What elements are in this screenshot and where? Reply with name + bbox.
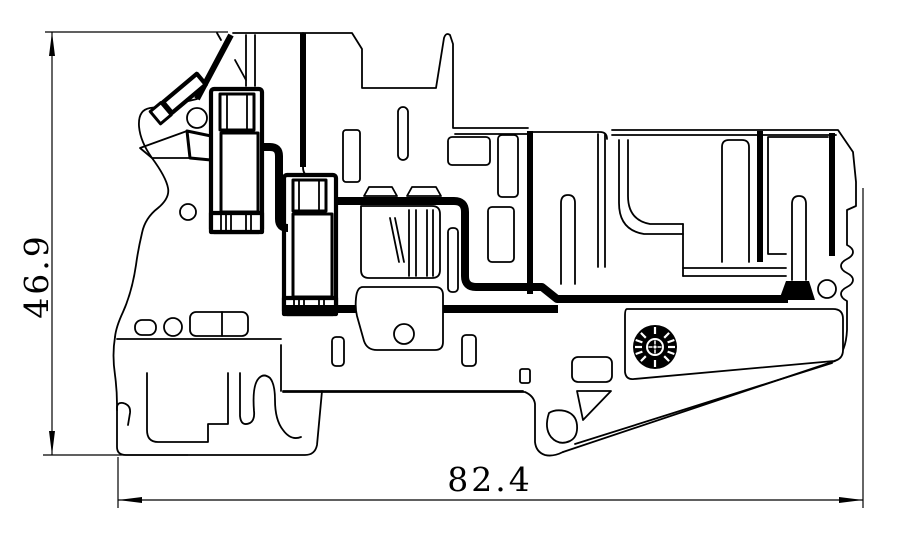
l-wall bbox=[721, 139, 750, 263]
housing-outline bbox=[112, 32, 857, 457]
right-profile bbox=[562, 129, 857, 453]
top-profile-middle bbox=[302, 32, 529, 129]
band-slot-4 bbox=[571, 356, 613, 383]
band-circle bbox=[163, 317, 183, 337]
screw-hole bbox=[393, 323, 415, 345]
right-chambers bbox=[618, 136, 837, 299]
internal-walls bbox=[300, 33, 835, 294]
busbar-tab-2 bbox=[406, 186, 442, 197]
screw-chamber bbox=[354, 286, 444, 351]
partition-rect-5 bbox=[447, 227, 459, 293]
funnel-outer bbox=[618, 139, 684, 235]
arrowhead-left bbox=[118, 497, 142, 503]
spring-cavity-details bbox=[389, 209, 434, 277]
wheel-hub-spokes bbox=[648, 340, 662, 354]
middle-chamber-top bbox=[532, 131, 608, 140]
wire-clamp-upper bbox=[208, 86, 265, 235]
arrowhead-right bbox=[839, 497, 863, 503]
foot-triangle-hole bbox=[576, 390, 612, 421]
dimension-height: 46.9 bbox=[17, 31, 228, 456]
clamp-upper-base bbox=[208, 210, 265, 235]
wire-clamp-lower bbox=[281, 172, 339, 317]
clamp-upper-base-ribs bbox=[220, 213, 252, 232]
height-dimension-label: 46.9 bbox=[17, 233, 56, 318]
latch-tail bbox=[139, 130, 191, 159]
wheel-center bbox=[653, 345, 657, 349]
knurled-wheel bbox=[633, 325, 677, 369]
partition-rect-4 bbox=[487, 206, 515, 263]
test-pin-middle bbox=[560, 194, 576, 285]
clamp-lower-cap bbox=[291, 178, 328, 213]
foot-right-top bbox=[282, 391, 564, 457]
marking-panel-group bbox=[624, 308, 844, 381]
right-chamber-box bbox=[767, 136, 829, 255]
partition-rect-2 bbox=[447, 136, 491, 166]
din-foot-outer bbox=[112, 336, 323, 456]
right-round-hole bbox=[817, 279, 837, 299]
din-foot-nub bbox=[115, 401, 132, 426]
band-oval-slot bbox=[134, 319, 157, 336]
marking-panel bbox=[624, 308, 844, 381]
din-foot-slot bbox=[146, 372, 229, 443]
foot-diagonal-inner bbox=[574, 362, 833, 445]
band-rect bbox=[189, 311, 249, 337]
pivot-hole-lower bbox=[179, 203, 197, 221]
busbar-tab-1 bbox=[363, 186, 398, 197]
foot-round-hole bbox=[546, 409, 579, 444]
width-dimension-label: 82.4 bbox=[447, 460, 532, 499]
clamp-upper-cap bbox=[218, 92, 256, 132]
band-slot-1 bbox=[331, 336, 345, 367]
arrowhead-up bbox=[49, 32, 55, 56]
valley-slot bbox=[397, 106, 409, 161]
bottom-band bbox=[134, 286, 613, 392]
partition-rect-3 bbox=[497, 134, 519, 198]
pivot-hole-upper bbox=[186, 107, 208, 129]
release-lever bbox=[161, 71, 208, 115]
entry-funnel bbox=[234, 59, 247, 81]
band-slot-3 bbox=[519, 368, 531, 384]
wheel-hub-ring bbox=[646, 338, 664, 356]
lever-tip bbox=[148, 101, 173, 126]
arrowhead-down bbox=[49, 431, 55, 455]
center-cavities bbox=[342, 106, 576, 293]
top-notch bbox=[216, 32, 222, 41]
left-profile bbox=[114, 98, 198, 338]
din-foot-clip bbox=[239, 372, 302, 439]
spring-cavity bbox=[360, 205, 441, 279]
dimension-width: 82.4 bbox=[117, 188, 864, 508]
band-slot-2 bbox=[461, 334, 477, 367]
funnel-inner bbox=[627, 139, 684, 225]
partition-rect-1 bbox=[342, 129, 361, 183]
busbar-pin-base bbox=[779, 281, 815, 300]
busbar-clamp1-feed bbox=[262, 143, 289, 232]
wheel-knurling bbox=[635, 327, 675, 367]
test-pin-right bbox=[791, 195, 807, 281]
busbar-main bbox=[337, 197, 788, 303]
